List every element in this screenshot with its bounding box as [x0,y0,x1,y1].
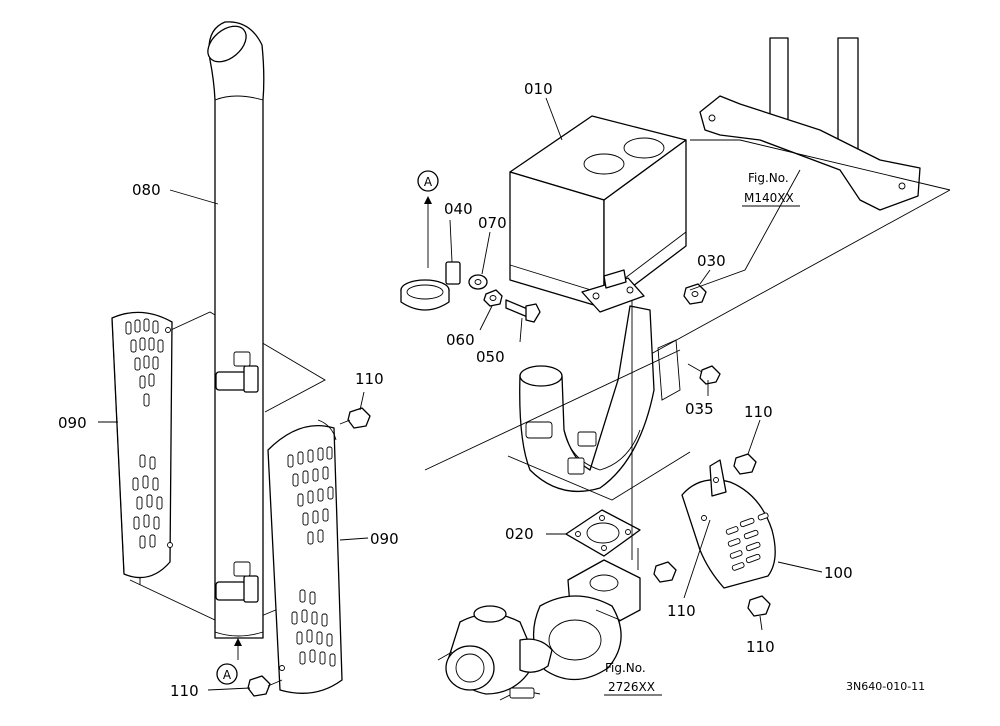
gasket-020 [565,509,641,557]
arrow-a-top [417,170,439,268]
leader-lines [98,97,823,691]
right-shield-slots [287,446,336,667]
marker-a-top: A [424,175,433,189]
bolt-030 [683,283,707,305]
muffler-010 [509,115,687,313]
label-010: 010 [524,80,553,98]
heat-shield-slots [725,512,769,571]
label-070: 070 [478,214,507,232]
bolt-110-right-bottom [747,595,771,617]
exhaust-pipe-080 [207,21,265,639]
label-035: 035 [685,400,714,418]
label-050: 050 [476,348,505,366]
right-shield-090 [267,419,343,694]
drawing-code: 3N640-010-11 [846,680,925,693]
bolt-110-left-top [339,407,371,429]
bolt-110-left-bottom [247,675,283,697]
bolt-110-right-mid [653,561,677,583]
label-110-right-top: 110 [744,403,773,421]
ref-fig-label-2: Fig.No. [605,661,646,675]
ref-fig-code-2: 2726XX [608,680,655,694]
left-shield-090 [111,311,173,579]
marker-a-bottom: A [223,668,232,682]
bolt-110-right-top [733,453,757,475]
part-labels: 080 090 090 110 110 010 040 070 060 050 … [58,80,925,700]
label-090-right: 090 [370,530,399,548]
label-110-left-bottom: 110 [170,682,199,700]
label-020: 020 [505,525,534,543]
ref-fig-label-1: Fig.No. [748,171,789,185]
clamp-040 [400,261,461,311]
exhaust-elbow-pipe [424,305,691,501]
turbocharger [437,559,641,701]
label-030: 030 [697,252,726,270]
label-110-left-top: 110 [355,370,384,388]
left-shield-slots [125,318,164,549]
label-080: 080 [132,181,161,199]
washer-070 [468,274,488,290]
bolt-050 [505,299,541,323]
ref-fig-code-1: M140XX [744,191,794,205]
nut-060 [483,289,503,307]
label-040: 040 [444,200,473,218]
bolt-035 [687,363,721,385]
label-110-right-bottom: 110 [746,638,775,656]
label-100: 100 [824,564,853,582]
label-060: 060 [446,331,475,349]
label-090-left: 090 [58,414,87,432]
heat-shield-100 [681,459,776,589]
mounting-bracket [639,37,951,361]
label-110-right-mid: 110 [667,602,696,620]
arrow-a-bottom [216,638,242,685]
